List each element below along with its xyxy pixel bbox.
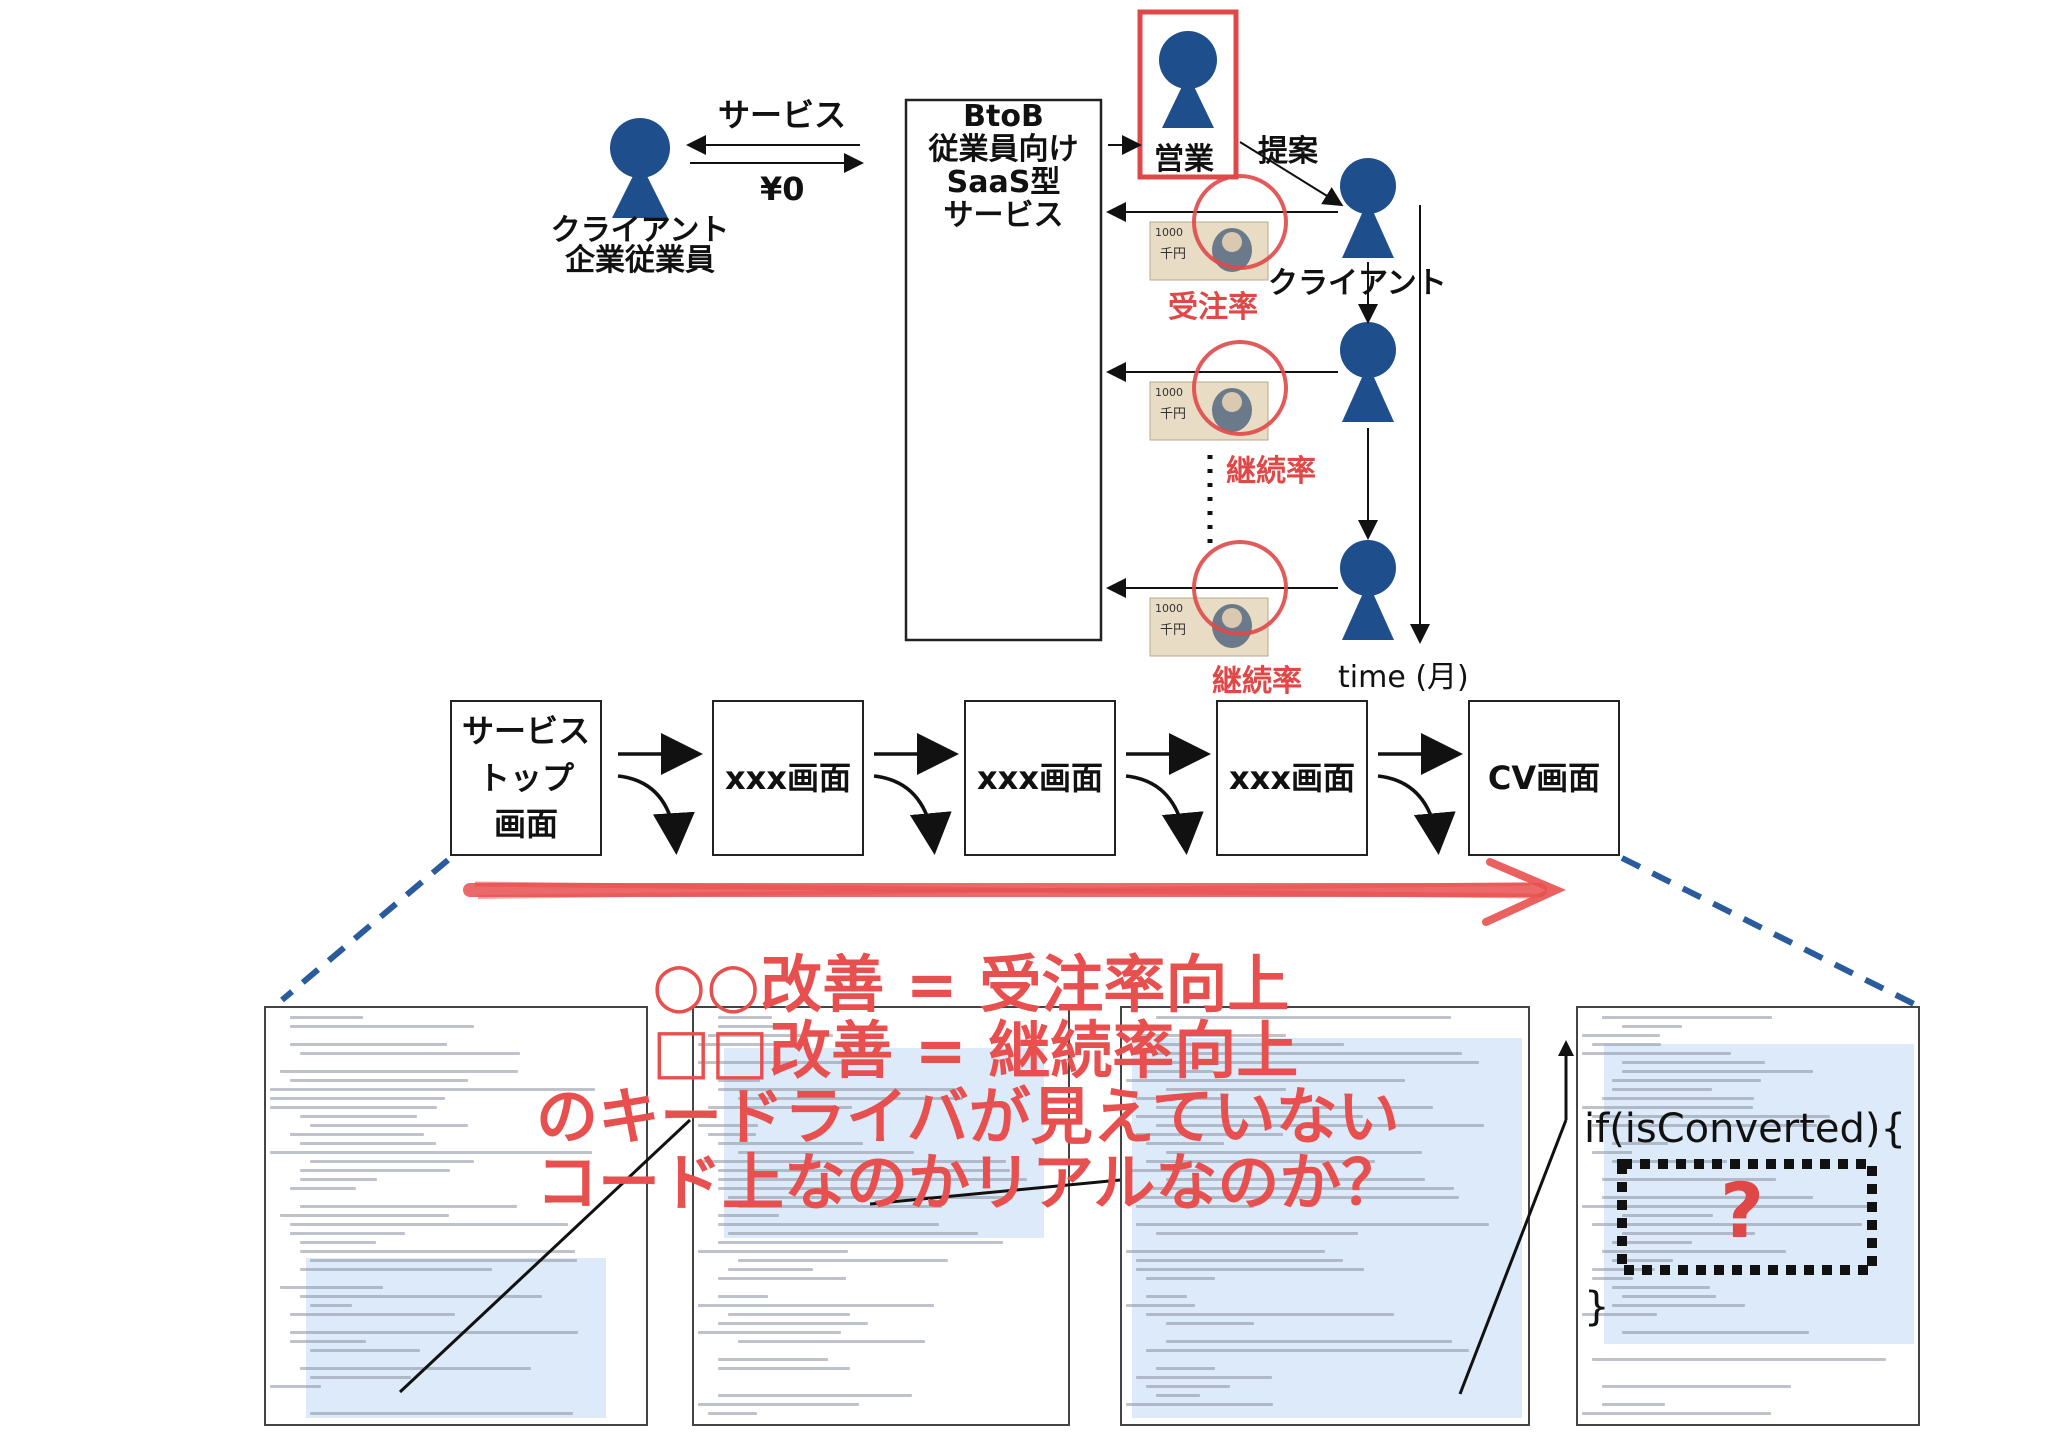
svg-text:千円: 千円 bbox=[1160, 407, 1186, 422]
saas-line-1: BtoB bbox=[963, 99, 1044, 134]
screen-service-top-line2: トップ bbox=[477, 758, 574, 797]
banknote-icon-2: 1000 千円 bbox=[1149, 381, 1269, 441]
overlay-line-4: コード上なのかリアルなのか？ bbox=[536, 1146, 1404, 1219]
code-panel-3 bbox=[1120, 1006, 1530, 1426]
saas-line-4: サービス bbox=[943, 198, 1064, 233]
client-person-icon-1 bbox=[1340, 158, 1396, 258]
sales-highlight-box bbox=[1137, 9, 1239, 180]
svg-text:1000: 1000 bbox=[1155, 386, 1183, 399]
client-employee-person-icon bbox=[610, 118, 670, 218]
sales-person-icon bbox=[1159, 31, 1217, 128]
sales-label: 営業 bbox=[1154, 142, 1214, 177]
screen-xxx-2: xxx画面 bbox=[964, 700, 1116, 856]
screen-cv: CV画面 bbox=[1468, 700, 1620, 856]
if-converted-code: if(isConverted){ bbox=[1584, 1106, 1906, 1152]
banknote-value-text: 1000 bbox=[1155, 226, 1183, 239]
screen-service-top: サービス トップ 画面 bbox=[450, 700, 602, 856]
overlay-line-3: のキードライバが見えていない bbox=[536, 1080, 1400, 1153]
saas-box-label: BtoB 従業員向け SaaS型 サービス bbox=[906, 100, 1101, 232]
closing-brace: } bbox=[1584, 1284, 1610, 1330]
continuation-rate-label-1: 継続率 bbox=[1226, 454, 1316, 489]
screen-xxx-1: xxx画面 bbox=[712, 700, 864, 856]
client-employee-line2: 企業従業員 bbox=[565, 243, 715, 278]
svg-text:千円: 千円 bbox=[1160, 247, 1186, 262]
zoom-dashed-line-left bbox=[280, 857, 450, 1003]
time-axis-label: time (月) bbox=[1338, 660, 1469, 695]
screen-xxx-1-label: xxx画面 bbox=[725, 758, 851, 797]
client-person-icon-3 bbox=[1340, 540, 1396, 640]
svg-text:1000: 1000 bbox=[1155, 602, 1183, 615]
continuation-rate-highlight-circle-1 bbox=[1192, 340, 1288, 436]
screen-service-top-line3: 画面 bbox=[493, 805, 558, 844]
banknote-icon-3: 1000 千円 bbox=[1149, 597, 1269, 657]
client-label: クライアント bbox=[1268, 266, 1447, 301]
continuation-rate-label-2: 継続率 bbox=[1212, 664, 1302, 699]
order-rate-label: 受注率 bbox=[1168, 290, 1258, 325]
proposal-label: 提案 bbox=[1258, 134, 1318, 169]
svg-text:千円: 千円 bbox=[1160, 623, 1186, 638]
client-employee-label: クライアント 企業従業員 bbox=[540, 216, 740, 276]
screen-cv-label: CV画面 bbox=[1487, 758, 1601, 797]
price-label: ¥0 bbox=[760, 170, 805, 208]
continuation-rate-highlight-circle-2 bbox=[1192, 540, 1288, 636]
screen-service-top-line1: サービス bbox=[461, 712, 590, 751]
saas-service-box bbox=[904, 98, 1103, 642]
service-label: サービス bbox=[718, 96, 847, 134]
client-employee-line1: クライアント bbox=[550, 213, 730, 248]
proposal-arrow bbox=[1239, 141, 1344, 207]
saas-line-3: SaaS型 bbox=[946, 165, 1061, 200]
client-person-icon-2 bbox=[1340, 322, 1396, 422]
screen-xxx-2-label: xxx画面 bbox=[977, 758, 1103, 797]
screen-xxx-3: xxx画面 bbox=[1216, 700, 1368, 856]
flow-arrows bbox=[617, 733, 1463, 855]
overlay-line-2: □□改善 = 継続率向上 bbox=[652, 1014, 1299, 1087]
progress-arrow-red bbox=[463, 858, 1566, 926]
zoom-dashed-line-right bbox=[1620, 855, 1920, 1009]
question-mark: ? bbox=[1720, 1166, 1765, 1255]
saas-line-2: 従業員向け bbox=[928, 132, 1079, 167]
banknote-icon-1: 1000 千円 bbox=[1149, 221, 1269, 281]
overlay-line-1: ○○改善 = 受注率向上 bbox=[652, 948, 1290, 1021]
order-rate-highlight-circle bbox=[1192, 174, 1288, 270]
screen-xxx-3-label: xxx画面 bbox=[1229, 758, 1355, 797]
